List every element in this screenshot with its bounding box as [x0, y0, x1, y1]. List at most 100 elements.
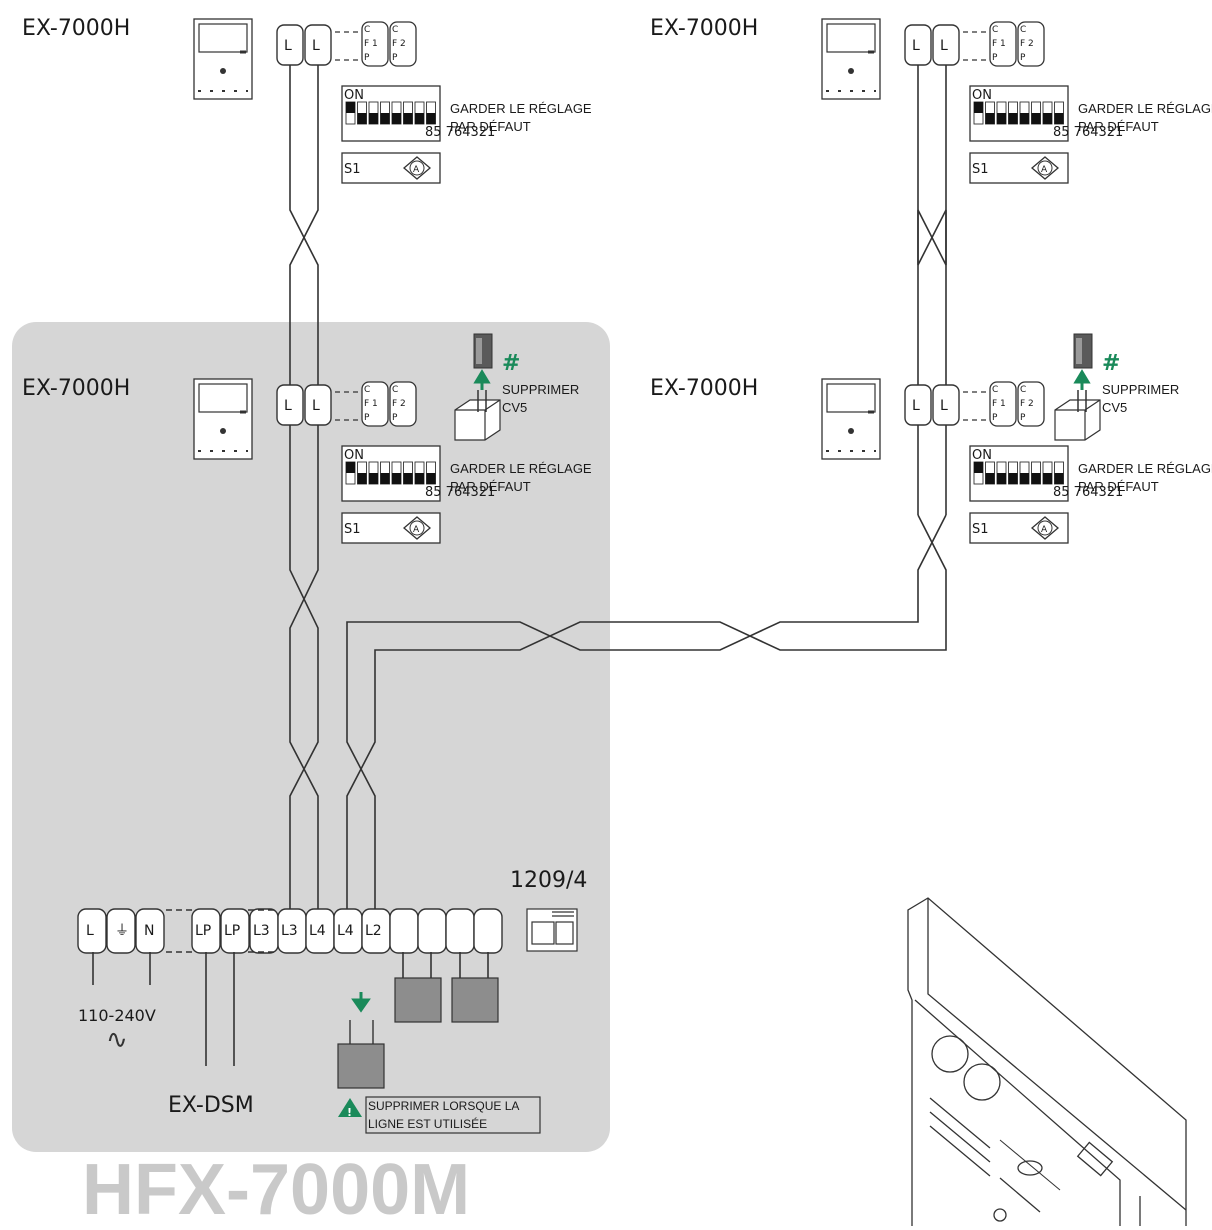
jumper-note-line-1: SUPPRIMER — [502, 382, 579, 397]
dip-note-line-2: PAR DÉFAUT — [450, 119, 531, 134]
cf1-label-line-1: C — [992, 385, 998, 395]
dip-switch-numbers: 85 764321 — [1053, 125, 1123, 140]
terminal-l-2 — [304, 384, 332, 426]
cf2-label-line-1: C — [1020, 385, 1026, 395]
wire-tr-a — [917, 60, 947, 425]
warning-line-1: SUPPRIMER LORSQUE LA — [368, 1099, 519, 1113]
s1-label: S1 — [972, 522, 989, 537]
terminal-l-1 — [904, 24, 932, 66]
terminal-l-1 — [276, 384, 304, 426]
cf1-label-line-3: P — [364, 53, 370, 63]
jumper-hash-icon: # — [502, 351, 520, 376]
cf2-terminal — [389, 21, 417, 67]
resistor-module-1 — [394, 977, 442, 1023]
ps-terminal-14 — [473, 908, 503, 954]
ps-terminal-3-label: N — [144, 923, 154, 939]
jumper-hash-icon: # — [1102, 351, 1120, 376]
ps-terminal-6-label: L3 — [253, 923, 270, 939]
cf1-label-line-2: F 1 — [364, 39, 378, 49]
monitor-camera-icon — [848, 428, 854, 434]
cf1-label-line-3: P — [992, 413, 998, 423]
dip-switch-2-lever — [985, 473, 995, 484]
cf1-label-line-2: F 1 — [364, 399, 378, 409]
dip-switch-7-lever — [1043, 113, 1052, 124]
dip-on-label: ON — [344, 448, 364, 463]
s1-diamond-icon — [1030, 516, 1060, 540]
monitor-screen — [826, 383, 876, 413]
dip-switch-8-lever — [1054, 113, 1064, 124]
monitor-camera-icon — [220, 428, 226, 434]
cf2-label-line-1: C — [1020, 25, 1026, 35]
ps-terminal-1 — [77, 908, 107, 954]
dip-switch-4-lever — [380, 113, 390, 124]
terminal-l-2 — [932, 384, 960, 426]
s1-selector — [969, 152, 1069, 184]
terminal-l-2 — [932, 24, 960, 66]
dip-switch-4-lever — [1008, 113, 1018, 124]
ex-dsm-label: EX-DSM — [168, 1093, 254, 1118]
monitor-camera-icon — [848, 68, 854, 74]
s1-dial-symbol: A — [1041, 165, 1048, 175]
cf2-label-line-3: P — [392, 413, 398, 423]
dip-switch-8-lever — [426, 473, 436, 484]
jumper-base-icon — [454, 399, 501, 441]
ps-terminal-12 — [417, 908, 447, 954]
dip-switch-5-lever — [392, 113, 401, 124]
monitor-screen — [826, 23, 876, 53]
ps-terminal-5 — [220, 908, 250, 954]
cf1-label-line-3: P — [992, 53, 998, 63]
jumper-cap-shade — [476, 338, 482, 364]
s1-dial-ring — [1037, 160, 1053, 176]
dip-switch-7-lever — [415, 113, 424, 124]
cf2-label-line-2: F 2 — [1020, 39, 1034, 49]
terminal-l-1 — [276, 24, 304, 66]
dip-on-label: ON — [972, 88, 992, 103]
cf2-label-line-1: C — [392, 385, 398, 395]
ps-terminal-7-label: L3 — [281, 923, 298, 939]
dip-switch-5-lever — [392, 473, 401, 484]
dip-switch-8-lever — [426, 113, 436, 124]
monitor-model-label: EX-7000H — [650, 16, 758, 41]
jumper-note-line-1: SUPPRIMER — [1102, 382, 1179, 397]
terminal-l-1 — [904, 384, 932, 426]
warning-icon — [338, 1098, 362, 1117]
dip-note-line-1: GARDER LE RÉGLAGE — [1078, 101, 1212, 116]
dip-switch-numbers: 85 764321 — [425, 125, 495, 140]
cf2-label-line-3: P — [1020, 413, 1026, 423]
dip-switch-3-lever — [997, 473, 1006, 484]
ps-terminal-10-label: L2 — [365, 923, 382, 939]
cf1-label-line-2: F 1 — [992, 399, 1006, 409]
cf1-label-line-1: C — [364, 385, 370, 395]
wire-ml-b — [289, 425, 319, 910]
monitor-screen — [198, 23, 248, 53]
s1-label: S1 — [344, 522, 361, 537]
cf2-label-line-3: P — [392, 53, 398, 63]
jumper-note-line-2: CV5 — [1102, 400, 1127, 415]
s1-diamond-icon — [402, 156, 432, 180]
cf2-label-line-2: F 2 — [1020, 399, 1034, 409]
dip-switch-1-lever — [346, 462, 355, 473]
monitor-housing — [193, 378, 253, 460]
s1-dial-symbol: A — [413, 525, 420, 535]
wire-ml-a — [289, 425, 319, 910]
cf1-terminal — [989, 381, 1017, 427]
dip-switch-6-lever — [1031, 113, 1041, 124]
warning-symbol: ! — [347, 1106, 352, 1119]
cf2-terminal — [1017, 21, 1045, 67]
wire-l4-a — [346, 514, 947, 910]
din-module-icon — [526, 908, 578, 952]
remove-arrow-icon — [351, 992, 371, 1013]
s1-diamond-icon — [402, 516, 432, 540]
dip-switch-8-lever — [1054, 473, 1064, 484]
cf2-label-line-3: P — [1020, 53, 1026, 63]
terminal-l-2-label: L — [940, 398, 948, 414]
dip-switch-numbers: 85 764321 — [425, 485, 495, 500]
cf2-label-line-1: C — [392, 25, 398, 35]
ps-terminal-13 — [445, 908, 475, 954]
jumper-up-arrow-icon — [1073, 369, 1091, 390]
